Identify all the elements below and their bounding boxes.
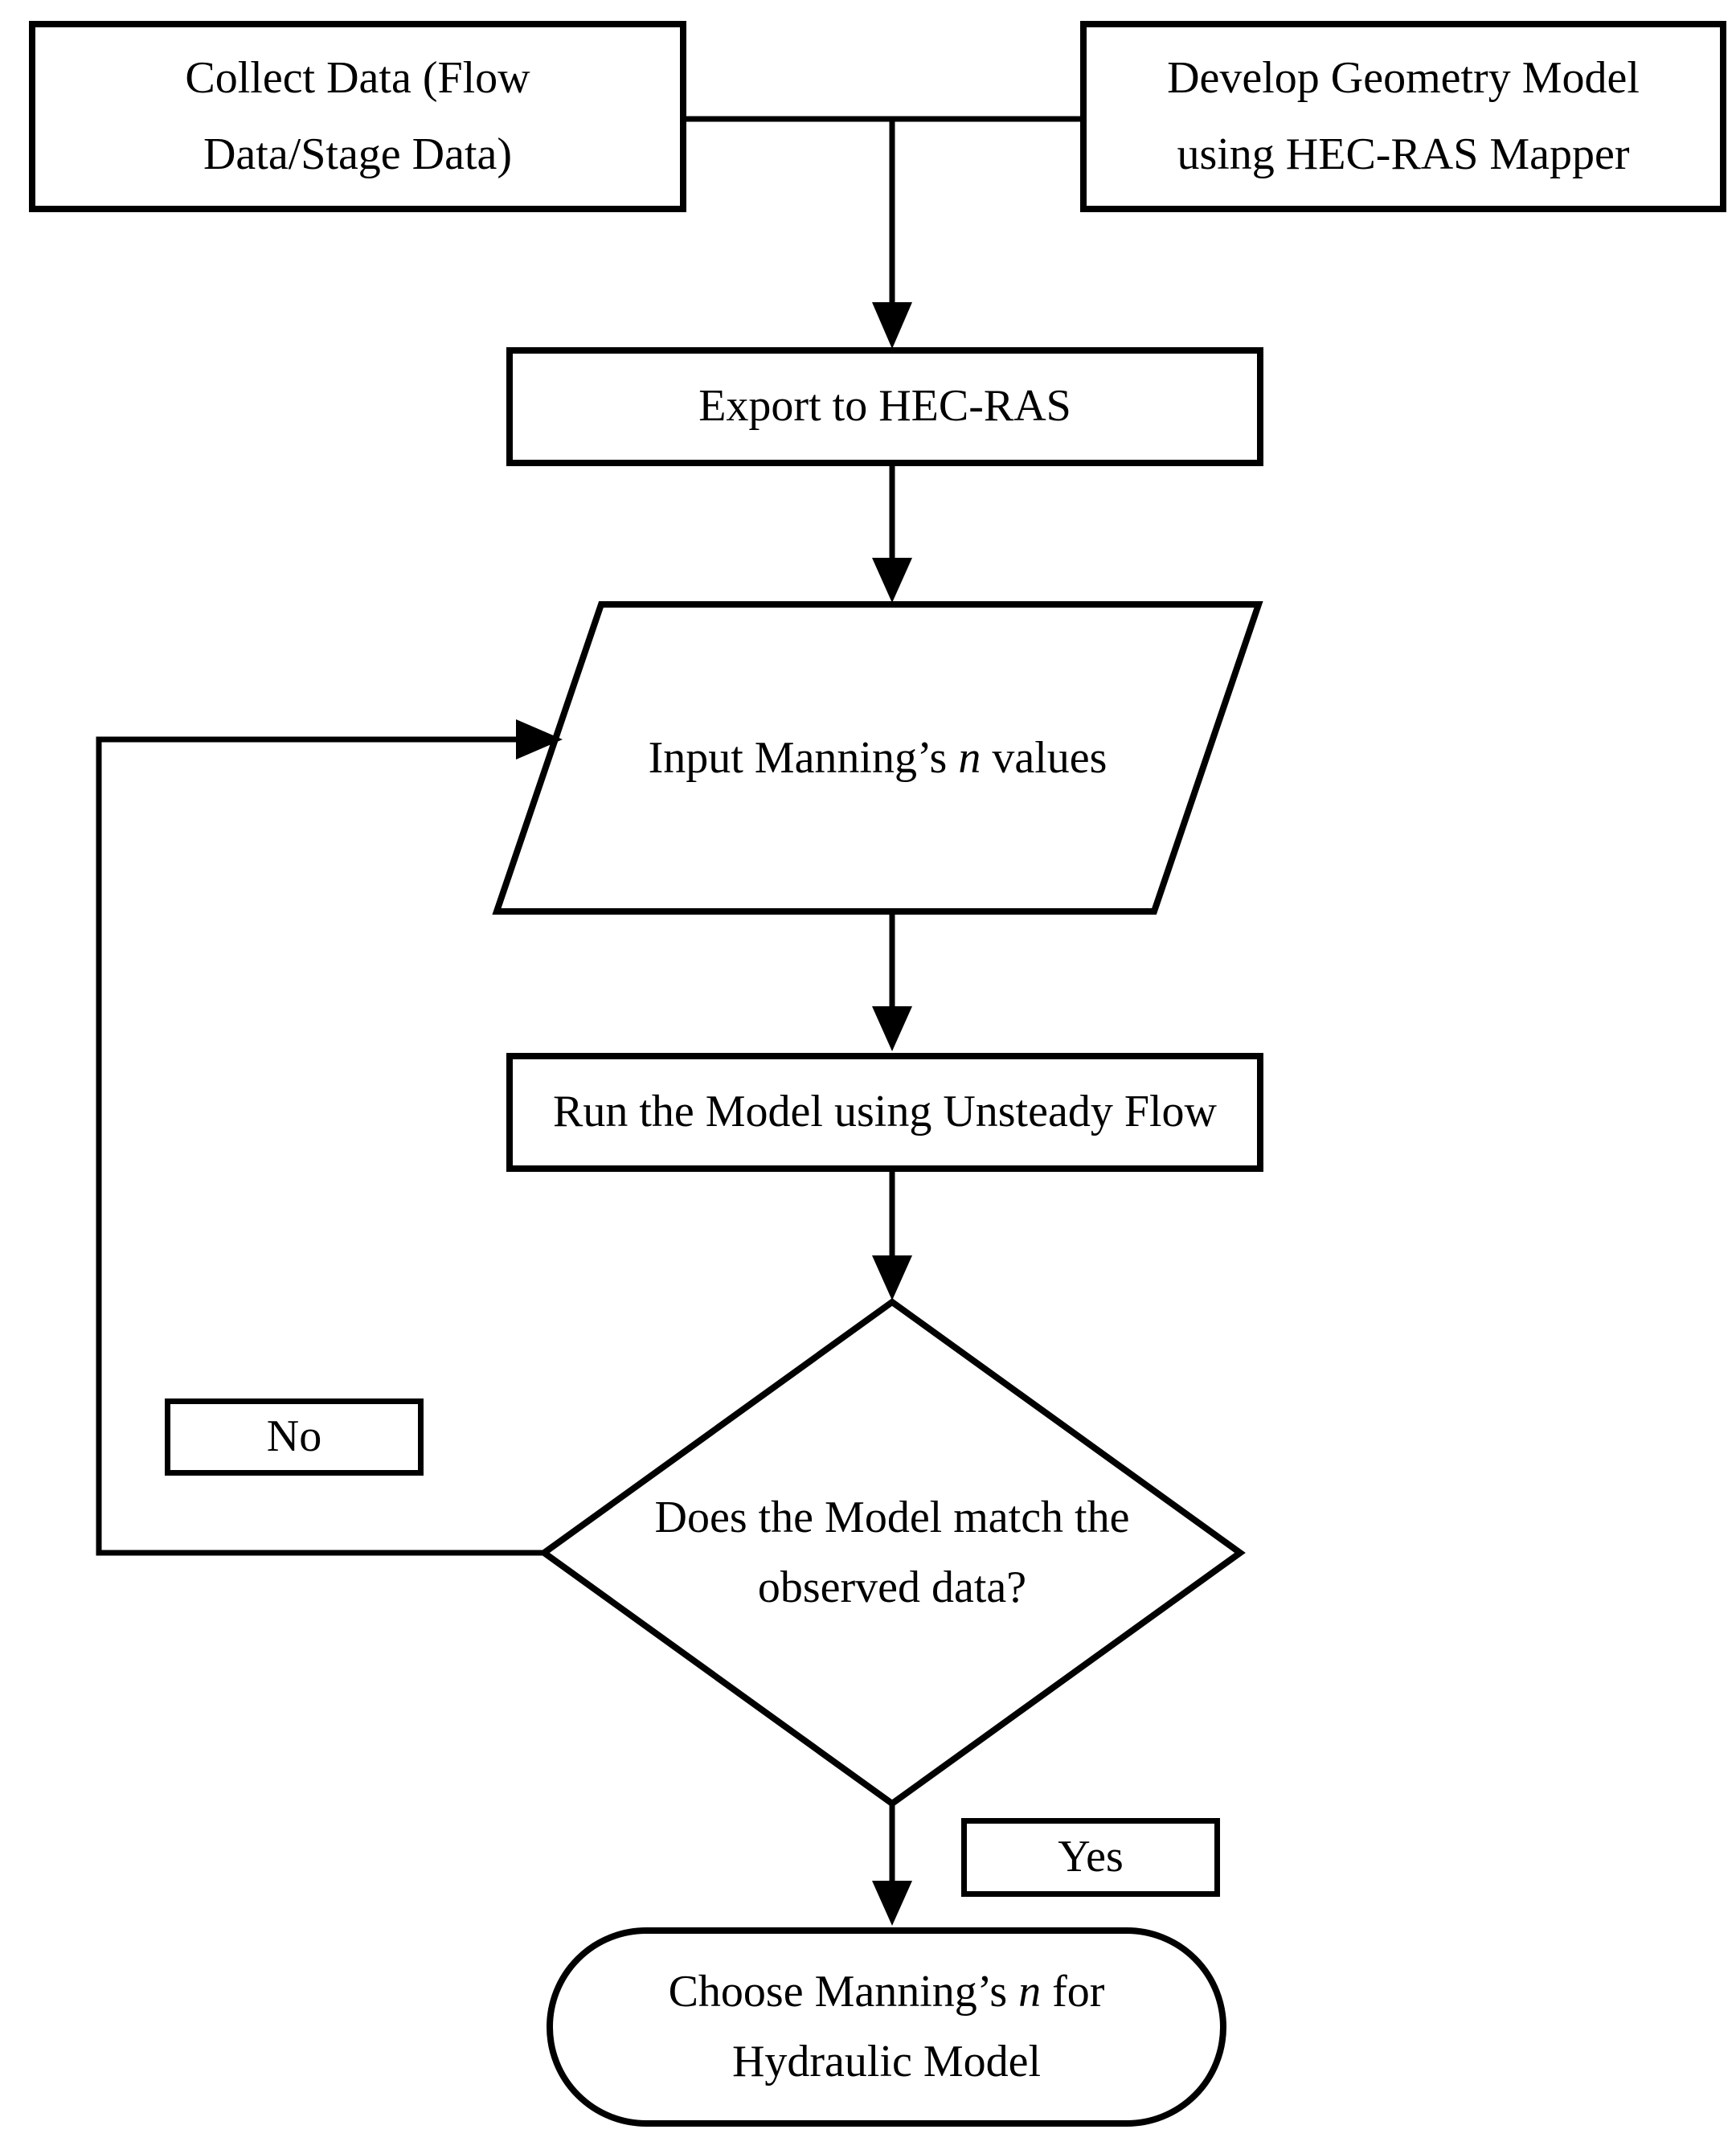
no-label-text: No <box>266 1411 322 1462</box>
label-yes: Yes <box>961 1818 1220 1897</box>
label-no: No <box>165 1398 424 1476</box>
arrowhead-to-run <box>872 1006 912 1051</box>
collect-data-line2: Data/Stage Data) <box>203 129 513 179</box>
decision-line2: observed data? <box>757 1562 1027 1612</box>
arrowhead-to-choose <box>872 1881 912 1926</box>
loop-no-path <box>96 736 544 1556</box>
node-collect-data: Collect Data (Flow Data/Stage Data) <box>29 21 686 212</box>
arrowhead-to-export <box>872 302 912 349</box>
arrowhead-loop-to-input <box>516 719 563 760</box>
node-run-model: Run the Model using Unsteady Flow <box>506 1053 1263 1172</box>
node-input-manning-text: Input Manning’s n values <box>497 604 1259 911</box>
develop-geometry-line2: using HEC-RAS Mapper <box>1177 129 1630 179</box>
decision-line1: Does the Model match the <box>654 1493 1130 1543</box>
manning-n-variable: n <box>958 732 981 783</box>
parallelogram-input-manning <box>492 601 1263 915</box>
input-manning-label: Input Manning’s n values <box>648 732 1108 783</box>
manning-n-variable-2: n <box>1018 1967 1042 2017</box>
node-decision-text: Does the Model match the observed data? <box>544 1302 1240 1804</box>
run-model-label: Run the Model using Unsteady Flow <box>553 1087 1217 1137</box>
node-develop-geometry: Develop Geometry Model using HEC-RAS Map… <box>1080 21 1726 212</box>
develop-geometry-line1: Develop Geometry Model <box>1167 52 1640 103</box>
arrowhead-to-decision <box>872 1255 912 1300</box>
collect-data-line1: Collect Data (Flow <box>185 52 530 103</box>
choose-manning-line1: Choose Manning’s n for <box>668 1967 1105 2017</box>
arrowhead-to-input <box>872 558 912 603</box>
node-export-hecras: Export to HEC-RAS <box>506 347 1263 466</box>
export-hecras-label: Export to HEC-RAS <box>698 381 1071 432</box>
node-choose-manning: Choose Manning’s n for Hydraulic Model <box>547 1927 1226 2127</box>
choose-manning-line2: Hydraulic Model <box>731 2037 1042 2086</box>
yes-label-text: Yes <box>1058 1832 1124 1882</box>
